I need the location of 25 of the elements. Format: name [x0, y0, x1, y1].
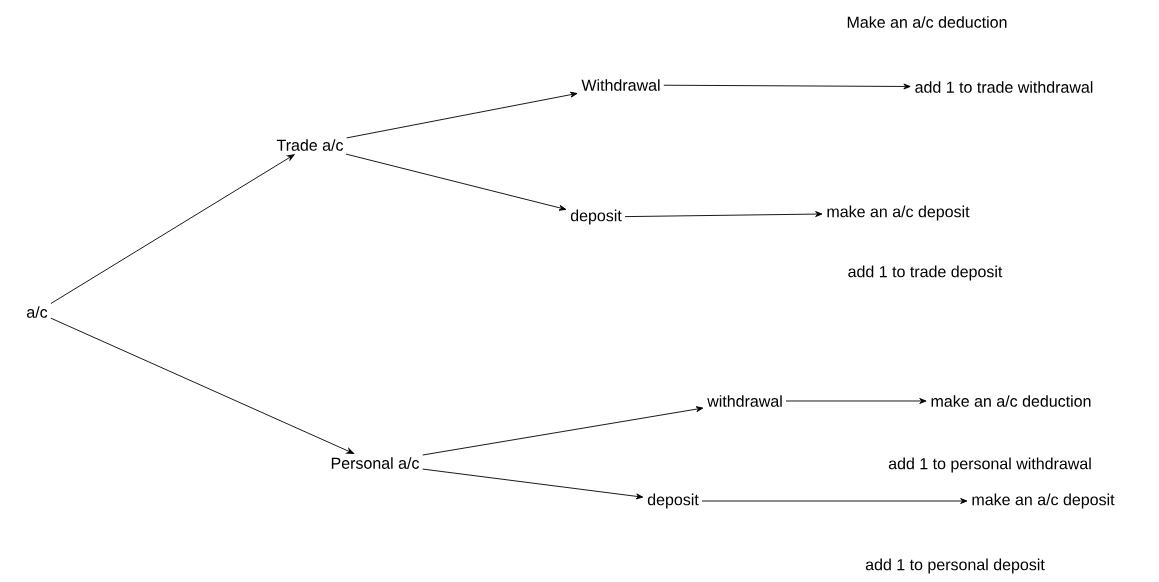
arrow [422, 468, 644, 500]
node-text: a/c [27, 306, 48, 318]
note-text: add 1 to personal withdrawal [888, 457, 1091, 473]
node-text: make an a/c deposit [972, 493, 1115, 509]
node-text: withdrawal [707, 395, 782, 407]
node-text: make an a/c deduction [931, 395, 1091, 407]
node-text: deposit [570, 209, 622, 225]
note-text: add 1 to trade deposit [848, 265, 1003, 281]
arrow [701, 498, 968, 504]
node-text: make an a/c deposit [827, 205, 970, 221]
arrow [345, 153, 567, 211]
arrow [50, 317, 354, 454]
note-text: add 1 to personal deposit [865, 558, 1045, 574]
node-text: Withdrawal [581, 79, 660, 91]
note-text: Make an a/c deduction [847, 16, 1007, 28]
arrow [785, 398, 927, 404]
arrow [663, 83, 911, 90]
arrow [50, 154, 295, 304]
node-text: add 1 to trade withdrawal [915, 81, 1093, 93]
node-text: Personal a/c [331, 457, 419, 469]
arrow [624, 211, 823, 218]
node-text: Trade a/c [276, 139, 344, 151]
arrow [346, 91, 578, 139]
arrow [422, 406, 704, 456]
node-text: deposit [647, 493, 699, 509]
